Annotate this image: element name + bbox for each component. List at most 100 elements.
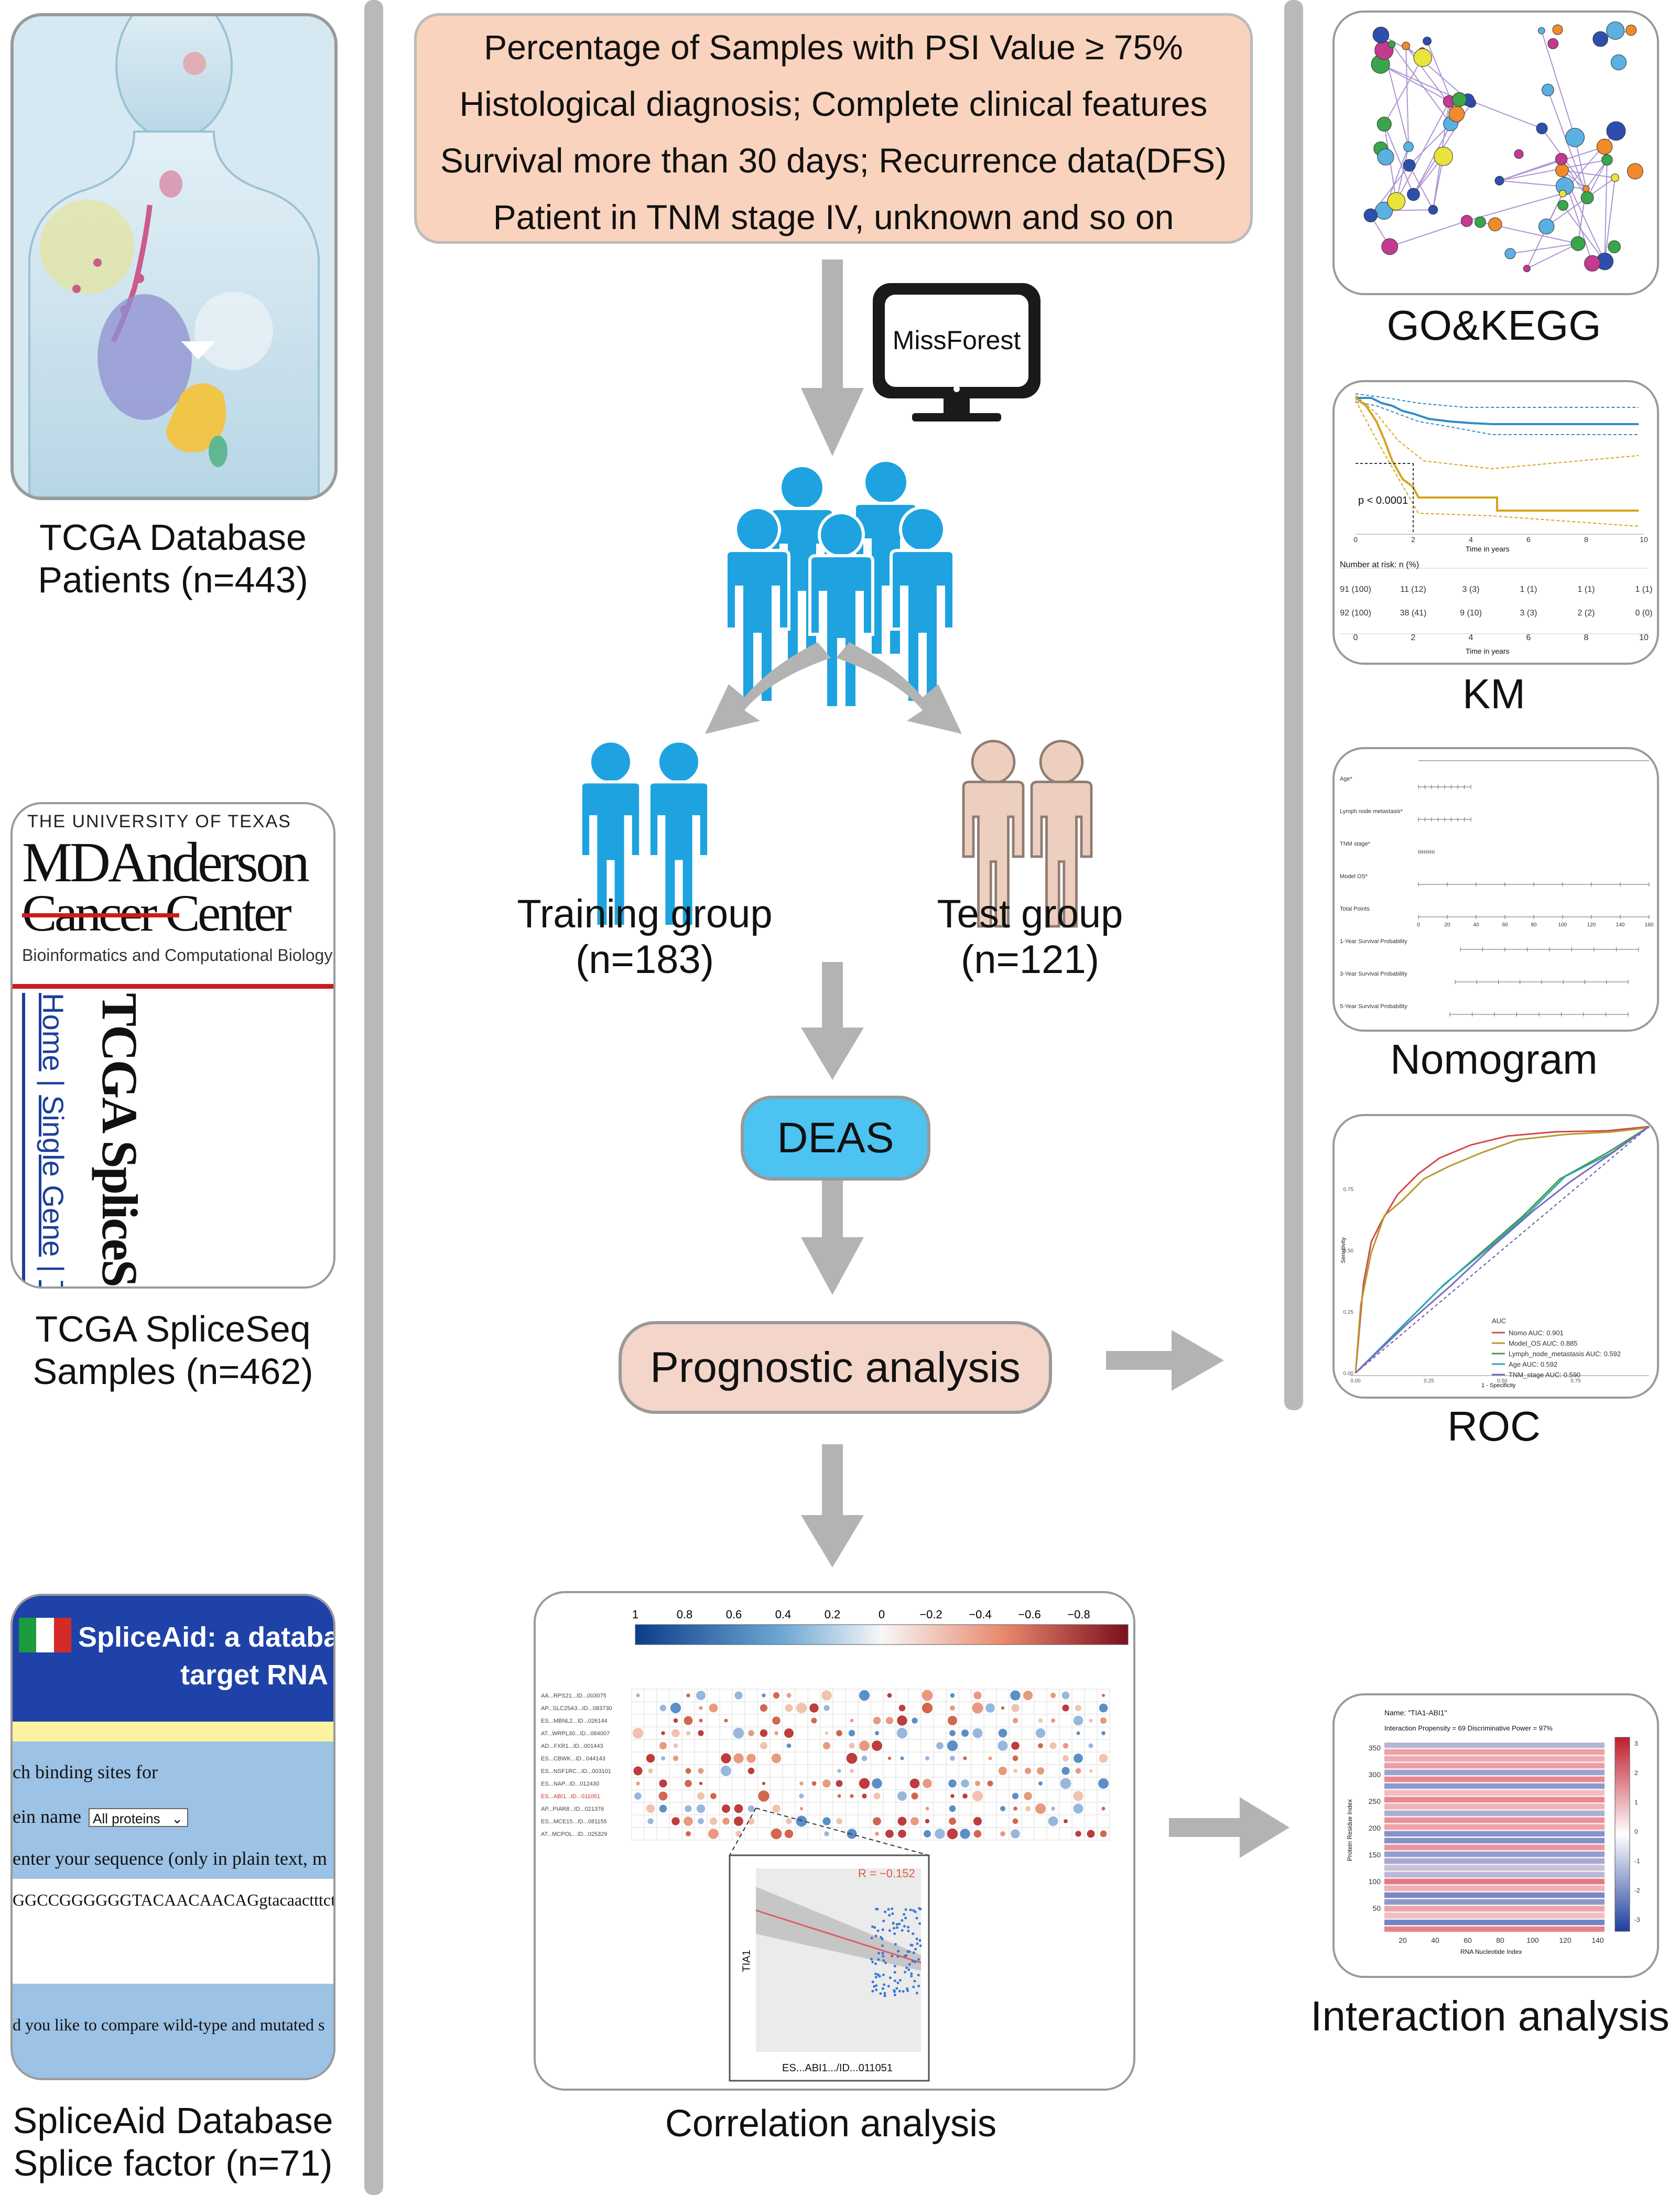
network-edge: [1408, 123, 1451, 166]
network-node: [1372, 27, 1390, 44]
interaction-band: [1384, 1811, 1605, 1816]
corr-cell: [1021, 1714, 1035, 1727]
corr-cell: [895, 1739, 909, 1753]
corr-dot: [972, 1728, 983, 1738]
corr-cell: [883, 1789, 896, 1803]
roc-legend-entry: TNM_stage AUC: 0.590: [1509, 1371, 1580, 1379]
corr-dot: [1101, 1731, 1105, 1735]
corr-cell: [895, 1764, 909, 1778]
corr-cell: [1059, 1789, 1072, 1803]
scatter-point: [893, 1965, 896, 1968]
scatter-point: [917, 1984, 920, 1987]
network-node: [1488, 217, 1502, 232]
corr-cell: [1059, 1802, 1072, 1815]
corr-dot: [898, 1704, 906, 1712]
km-risk-xtick: 10: [1639, 633, 1649, 642]
corr-row-label: AP...SLC25A3...ID...083730: [541, 1705, 612, 1712]
scatter-point: [908, 1963, 911, 1966]
interaction-cbar-tick: 2: [1634, 1769, 1638, 1777]
corr-row-label: ES...MCE15...ID...081155: [541, 1819, 607, 1825]
corr-cell: [958, 1689, 972, 1702]
corr-dot: [734, 1691, 743, 1700]
interaction-cbar-tick: -2: [1634, 1887, 1640, 1894]
scatter-point: [894, 1943, 897, 1946]
scatter-point: [912, 1951, 915, 1954]
corr-cell: [996, 1751, 1010, 1765]
corr-dot: [962, 1793, 968, 1799]
roc-xtick: 0.25: [1424, 1378, 1434, 1384]
corr-cell: [744, 1789, 758, 1803]
corr-dot: [685, 1768, 691, 1774]
corr-dot: [771, 1753, 782, 1764]
network-edge: [1587, 159, 1608, 198]
corr-cell: [996, 1814, 1010, 1828]
interaction-band: [1384, 1872, 1605, 1877]
corr-dot: [1101, 1693, 1105, 1697]
corr-dot: [998, 1728, 1007, 1738]
corr-cell: [669, 1789, 682, 1803]
corr-cell: [1046, 1764, 1060, 1778]
protein-select[interactable]: All proteins ⌄: [89, 1808, 188, 1827]
network-edge: [1468, 99, 1542, 129]
network-node: [1387, 192, 1406, 211]
corr-cell: [958, 1802, 972, 1815]
network-edge: [1391, 44, 1451, 124]
corr-cell: [883, 1701, 896, 1715]
corr-cell: [1034, 1689, 1047, 1702]
scatter-point: [910, 1972, 913, 1975]
network-edge: [1395, 146, 1410, 202]
interaction-band: [1384, 1818, 1605, 1823]
corr-cell: [1034, 1751, 1047, 1765]
corr-cell: [1097, 1789, 1110, 1803]
corr-cell: [1046, 1701, 1060, 1715]
interaction-band: [1384, 1893, 1605, 1898]
corr-dot: [1000, 1831, 1005, 1836]
network-node: [1504, 248, 1516, 259]
corr-dot: [1061, 1767, 1070, 1775]
corr-dot: [897, 1816, 907, 1826]
nomogram-row-label: Model OS*: [1340, 873, 1368, 880]
corr-dot: [960, 1829, 970, 1839]
spliceseq-panel: THE UNIVERSITY OF TEXAS MDAnderson Cance…: [10, 802, 335, 1289]
arrow-down-4: [801, 1444, 864, 1567]
corr-cell: [732, 1739, 745, 1753]
corr-cell: [971, 1764, 984, 1778]
corr-dot: [823, 1742, 830, 1749]
corr-dot: [785, 1704, 793, 1712]
corr-dot: [774, 1731, 778, 1735]
corr-cell: [757, 1714, 771, 1727]
scatter-point: [871, 1989, 874, 1993]
scatter-point: [881, 1987, 884, 1990]
interaction-ytick: 50: [1372, 1904, 1381, 1912]
interaction-xtick: 60: [1464, 1936, 1472, 1944]
corr-cell: [1046, 1751, 1060, 1765]
sequence-input[interactable]: GGCCGGGGGGTACAACAACAGgtacaactttctttgagag: [13, 1879, 333, 1984]
corr-dot: [698, 1768, 704, 1774]
corr-cell: [908, 1689, 922, 1702]
corr-cell: [858, 1701, 871, 1715]
corr-dot: [659, 1804, 667, 1813]
corr-cell: [644, 1701, 657, 1715]
corr-cell: [1097, 1739, 1110, 1753]
corr-dot: [735, 1831, 742, 1837]
corr-dot: [1073, 1791, 1083, 1801]
nomogram-row-label: Age*: [1340, 776, 1353, 782]
corr-cell: [1021, 1777, 1035, 1790]
network-node: [1538, 218, 1555, 235]
corr-dot: [784, 1728, 794, 1738]
corr-cell: [933, 1689, 947, 1702]
corr-cell: [883, 1764, 896, 1778]
corr-dot: [935, 1829, 945, 1839]
corr-dot: [632, 1727, 644, 1739]
corr-dot: [1013, 1769, 1017, 1773]
corr-dot: [885, 1830, 894, 1838]
corr-cell: [681, 1751, 695, 1765]
corr-cell: [631, 1739, 645, 1753]
km-risk-cell: 3 (3): [1462, 585, 1480, 594]
arrow-right-roc: [1106, 1330, 1224, 1391]
corr-cell: [958, 1764, 972, 1778]
corr-dot: [670, 1702, 681, 1714]
